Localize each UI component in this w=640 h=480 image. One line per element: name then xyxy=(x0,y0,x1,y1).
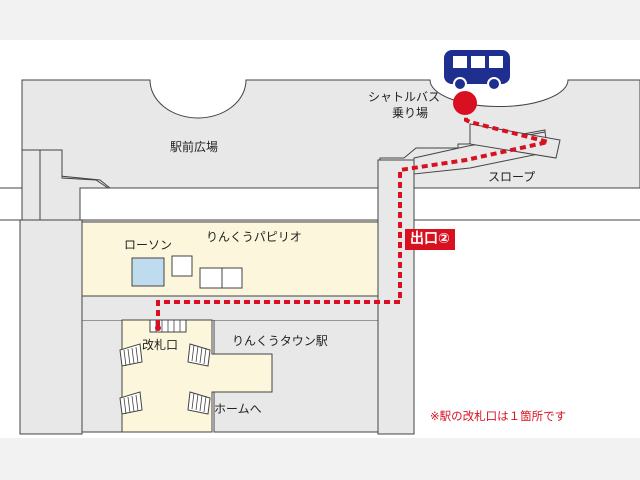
road xyxy=(0,188,640,220)
rinku-town-station-building xyxy=(121,319,273,433)
bus-stop-marker xyxy=(453,91,477,115)
walking-route xyxy=(156,104,549,326)
walkway-right xyxy=(377,159,415,435)
shuttle-bus-stop-label-2: 乗り場 xyxy=(392,106,429,120)
station-plaza-area xyxy=(21,79,640,189)
ticket-gate-label: 改札口 xyxy=(142,338,179,352)
rinku-town-station-label: りんくうタウン駅 xyxy=(232,334,328,348)
exit-badge: 出口② xyxy=(405,229,455,250)
rinku-pavilion-label: りんくうパピリオ xyxy=(206,230,302,244)
to-platform-label: ホームへ xyxy=(214,402,262,416)
station-plaza-label: 駅前広場 xyxy=(170,140,219,154)
upper-left-walkway xyxy=(39,149,110,221)
lawson-window xyxy=(131,257,165,287)
map-drawing xyxy=(0,50,640,435)
lawson-label: ローソン xyxy=(124,238,173,252)
slope-upper xyxy=(469,123,561,159)
bus-icon xyxy=(444,50,510,91)
shuttle-bus-stop-label: シャトルバス xyxy=(368,90,441,104)
gate-note: ※駅の改札口は１箇所です xyxy=(430,409,567,423)
pavilion-box-3 xyxy=(221,267,243,289)
station-map: 駅前広場 シャトルバス 乗り場 スロープ 出口② ローソン りんくうパピリオ 改… xyxy=(0,40,640,438)
pavilion-box-1 xyxy=(171,255,193,277)
walkway-left xyxy=(19,219,83,435)
ticket-gate-marker xyxy=(155,325,161,331)
pavilion-box-2 xyxy=(199,267,223,289)
stairs-steps xyxy=(123,320,207,415)
slope-label: スロープ xyxy=(488,170,536,184)
